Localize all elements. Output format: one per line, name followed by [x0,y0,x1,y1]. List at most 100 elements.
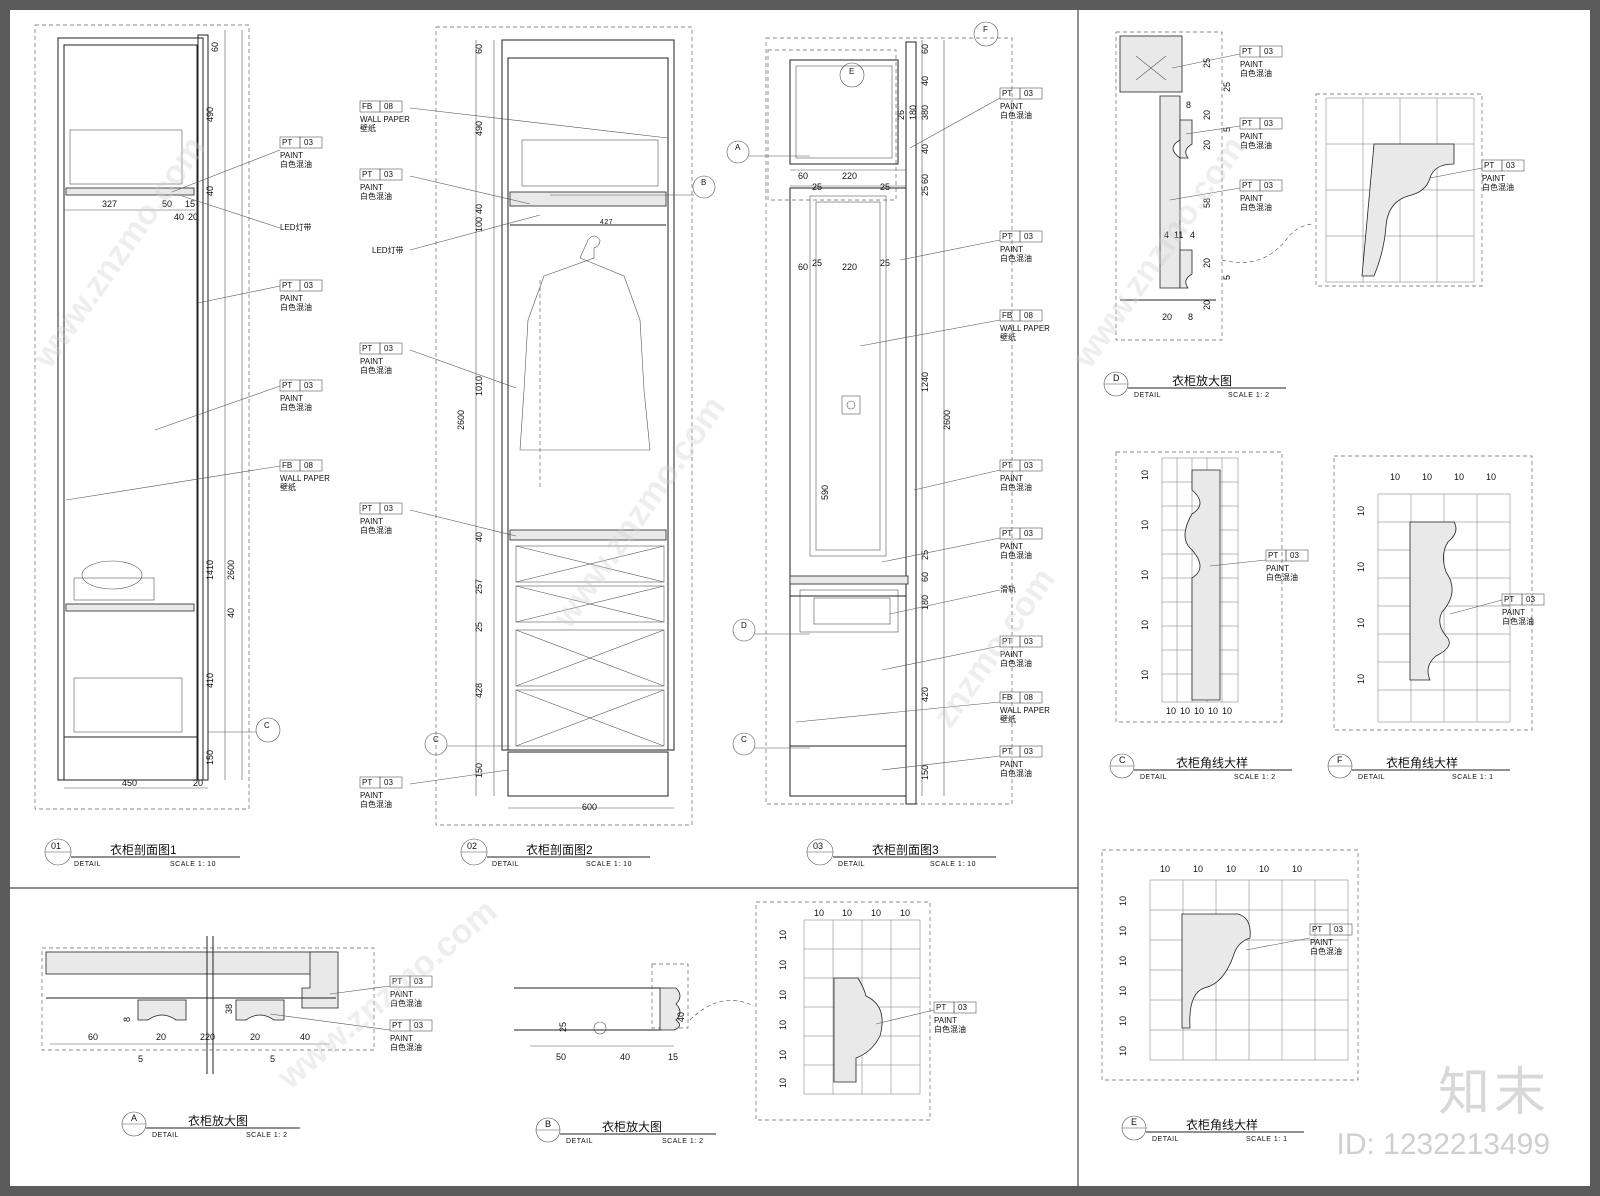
dim-text: 5 [138,1054,143,1064]
dim-text: 26 [896,110,906,120]
title-name: 衣柜剖面图1 [110,842,177,857]
tag-s3-fb-1: FB 08 WALL PAPER 壁纸 [999,309,1050,342]
leader-line [1449,599,1503,615]
drawer-cross [515,545,665,583]
dim-text: 490 [205,107,215,122]
tag-dd-pt-3: PT 03 PAINT 白色混油 [1239,179,1283,212]
title-scale: SCALE 1: 1 [1246,1136,1288,1143]
title-detail: DETAIL [1140,774,1167,781]
dim-text: 600 [582,802,597,812]
detail-link-curve [1221,223,1313,263]
shelf-top [65,187,195,196]
dim-text: 150 [205,750,215,765]
hanging-jacket-icon [519,235,651,451]
tag-code: PT [362,170,372,179]
storage-box-top [69,129,183,185]
tag-material-cn: 白色混油 [360,525,392,535]
dim-text: 40 [174,212,184,222]
dim-text: 220 [842,171,857,181]
title-da: A 衣柜放大图 DETAIL SCALE 1: 2 [121,1111,300,1139]
tag-box [299,279,323,292]
dim-text: 100 [474,217,484,232]
dim-text: 220 [200,1032,215,1042]
callout-marker-d [732,618,756,642]
leader-line [269,1013,391,1031]
detail-b: 25 40 50 40 15 10 10 10 10 10 10 10 10 1… [514,901,935,1121]
tag-material: PAINT [934,1016,957,1025]
grid-label: 10 [1118,1016,1128,1026]
block-cross [1135,55,1167,81]
tag-code: PT [282,381,292,390]
tag-material: WALL PAPER [1000,324,1050,333]
tag-material-cn: 白色混油 [1266,572,1298,582]
tag-box [1019,745,1043,758]
title-number: 02 [467,841,477,851]
detail-f: 10 10 10 10 10 10 10 10 [1333,455,1533,731]
top-block [1119,35,1183,93]
section-03-frame [765,37,1013,805]
tag-material-cn: 白色混油 [1000,110,1032,120]
tag-code: PT [1242,119,1252,128]
marker-letter: B [701,178,706,187]
title-scale: SCALE 1: 10 [586,861,632,868]
tag-box [1019,309,1043,322]
dim-text: 40 [676,1012,686,1022]
folded-clothes [73,577,155,601]
detail-f-frame [1333,455,1533,731]
tag-code: FB [1002,311,1012,320]
tag-box [299,136,323,149]
tag-material: PAINT [1482,174,1505,183]
tag-code: PT [392,977,402,986]
tag-material-cn: 白色混油 [1310,946,1342,956]
watermark: www.znzmo.com [545,389,733,635]
hat-icon [81,560,143,590]
leader-line [881,645,1001,671]
grid-label: 10 [1356,618,1366,628]
dim-text: 15 [185,199,195,209]
tag-code: PT [1002,232,1012,241]
dim-text: 410 [205,673,215,688]
grid-label: 10 [1166,706,1176,716]
pull-out-drawer [799,589,899,633]
tag-number: 03 [1526,595,1535,604]
dim-text: 25 [1222,82,1232,92]
tag-code: FB [282,461,292,470]
cabinet-body [789,187,907,597]
title-detail: DETAIL [492,861,519,868]
tag-box [1259,179,1283,192]
dim-text: 2600 [226,560,236,580]
grid-label: 10 [1259,864,1269,874]
dim-text: 2600 [942,410,952,430]
leader-line [329,985,391,995]
dim-text: 4 [1190,230,1195,240]
tag-code: PT [1242,47,1252,56]
grid-label: 10 [842,908,852,918]
grid-label: 10 [778,1050,788,1060]
dim-text: 60 [920,572,930,582]
dim-text: 20 [1202,258,1212,268]
tag-box [299,459,323,472]
tag-s2-pt-3: PT 03 PAINT 白色混油 [359,502,403,535]
tag-number: 03 [384,504,393,513]
cabinet-inner [507,57,669,751]
tag-material: WALL PAPER [280,474,330,483]
tag-number: 03 [304,281,313,290]
title-scale: SCALE 1: 2 [1228,392,1270,399]
dim-text: 25 [558,1022,568,1032]
title-db: B 衣柜放大图 DETAIL SCALE 1: 2 [535,1117,716,1145]
tag-code: PT [1268,551,1278,560]
section-03: E F 60 40 380 180 26 40 60 25 1240 2600 … [726,21,1013,805]
tag-number: 03 [1024,529,1033,538]
profile-c-section [1184,469,1221,701]
tag-material-cn: 壁纸 [1000,332,1016,342]
grid-label: 10 [1180,706,1190,716]
tag-box [1019,230,1043,243]
tag-material: WALL PAPER [360,115,410,124]
grid-label: 10 [1356,562,1366,572]
tag-code: PT [362,344,372,353]
title-name: 衣柜剖面图3 [872,842,939,857]
tag-material-cn: 白色混油 [1240,140,1272,150]
callout-marker-e [839,62,865,88]
dim-text: 38 [224,1004,234,1014]
tag-number: 03 [1290,551,1299,560]
